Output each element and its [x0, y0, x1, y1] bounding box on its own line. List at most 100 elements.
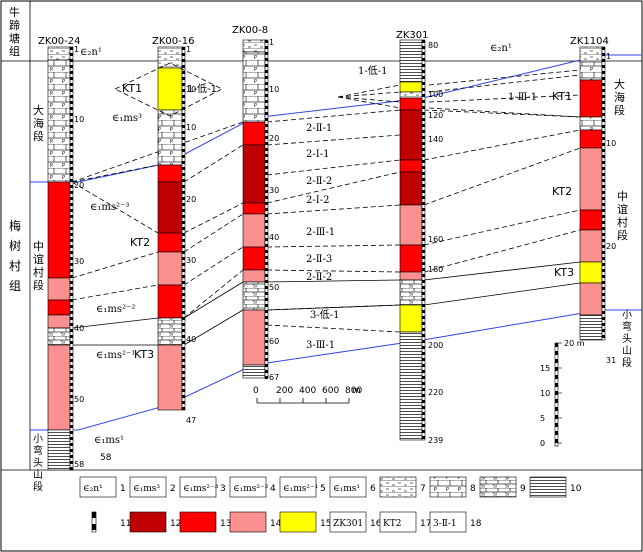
- ruler-mark: [70, 359, 73, 362]
- ruler-mark: [182, 77, 185, 80]
- scale-tick-label: 800: [345, 386, 362, 396]
- ruler-mark: [602, 167, 605, 170]
- legend-swatch-label: ZK301: [333, 519, 363, 529]
- column-layer: [399, 204, 423, 246]
- column-layer: [157, 67, 183, 111]
- unit-label-c1ms21: ∈₁ms²⁻¹: [96, 350, 135, 361]
- ruler-mark: [265, 130, 268, 133]
- depth-label: 40: [186, 335, 196, 344]
- legend-swatch: [179, 511, 217, 533]
- ruler-mark: [182, 137, 185, 140]
- ruler-mark: [70, 221, 73, 224]
- ruler-mark: [70, 233, 73, 236]
- ruler-mark: [265, 340, 268, 343]
- depth-label: 10: [269, 85, 279, 94]
- column-layer: [157, 232, 183, 253]
- ruler-mark: [422, 130, 425, 133]
- ruler-mark: [182, 347, 185, 350]
- label-char: 中: [617, 190, 628, 203]
- ruler-mark: [265, 304, 268, 307]
- ruler-mark: [422, 166, 425, 169]
- ruler-mark: [422, 148, 425, 151]
- label-char: 小: [33, 433, 43, 445]
- vscale-mark: [555, 415, 558, 419]
- ruler-mark: [182, 65, 185, 68]
- legend-item-8: 8: [429, 476, 476, 498]
- ruler-mark: [602, 209, 605, 212]
- ruler-mark: [602, 257, 605, 260]
- ruler-mark: [422, 46, 425, 49]
- legend-number: 15: [320, 519, 331, 529]
- column-layer: [157, 109, 183, 166]
- depth-label: 220: [428, 388, 443, 397]
- column-layer: [47, 314, 71, 329]
- legend-swatch-label: ∈₁ms²⁻¹: [283, 484, 318, 494]
- ruler-mark: [70, 335, 73, 338]
- ruler-mark: [265, 322, 268, 325]
- kt3-label-left: KT3: [134, 348, 154, 361]
- ruler-mark: [265, 100, 268, 103]
- ruler-mark: [602, 155, 605, 158]
- ruler-mark: [70, 389, 73, 392]
- ruler-mark: [265, 358, 268, 361]
- ruler-mark: [422, 394, 425, 397]
- ruler-mark: [265, 88, 268, 91]
- legend-swatch-mark: [92, 512, 96, 518]
- ruler-mark: [70, 101, 73, 104]
- depth-label: 30: [74, 257, 84, 266]
- column-layer: [242, 39, 266, 53]
- borehole-bottom: 239: [428, 436, 443, 445]
- ruler-mark: [70, 95, 73, 98]
- ruler-mark: [182, 125, 185, 128]
- column-layer: [579, 261, 603, 284]
- ruler-mark: [70, 437, 73, 440]
- ruler-mark: [70, 317, 73, 320]
- ruler-mark: [265, 280, 268, 283]
- label-char: 段: [33, 480, 43, 493]
- ruler-mark: [602, 293, 605, 296]
- ruler-mark: [182, 305, 185, 308]
- ruler-mark: [602, 251, 605, 254]
- legend-swatch: [129, 511, 167, 533]
- ruler-mark: [70, 209, 73, 212]
- legend-item-15: 15: [279, 511, 331, 533]
- ruler-mark: [182, 83, 185, 86]
- column-layer: [242, 121, 266, 146]
- ruler-mark: [265, 184, 268, 187]
- column-layer: [242, 246, 266, 271]
- ruler-mark: [422, 160, 425, 163]
- layer-label: 1-Ⅲ-1: [508, 92, 537, 103]
- scale-tick-label: 400: [299, 386, 316, 396]
- vscale-mark: [555, 383, 558, 387]
- ruler-mark: [602, 269, 605, 272]
- ruler-mark: [422, 244, 425, 247]
- ruler-mark: [70, 395, 73, 398]
- correlation-line-dashed: [423, 109, 581, 118]
- column-layer: [579, 314, 603, 341]
- column-layer: [242, 51, 266, 123]
- correlation-line-solid: [266, 304, 401, 311]
- legend-number: 9: [520, 484, 526, 494]
- correlation-line-dashed: [183, 269, 244, 319]
- ruler-mark: [602, 311, 605, 314]
- correlation-line-dashed: [71, 251, 159, 279]
- ruler-mark: [422, 316, 425, 319]
- layer-label: 2-Ⅰ-2: [306, 195, 329, 206]
- depth-label: 60: [269, 337, 279, 346]
- ruler-mark: [265, 286, 268, 289]
- depth-label: 10: [74, 115, 84, 124]
- column-layer: [157, 251, 183, 286]
- column-layer: [47, 344, 71, 431]
- ruler-mark: [602, 95, 605, 98]
- ruler-mark: [602, 323, 605, 326]
- label-char: 梅: [9, 218, 21, 233]
- ruler-mark: [265, 202, 268, 205]
- vscale-tick-label: 20 m: [564, 339, 585, 348]
- ruler-mark: [182, 383, 185, 386]
- legend-swatch: [179, 476, 217, 498]
